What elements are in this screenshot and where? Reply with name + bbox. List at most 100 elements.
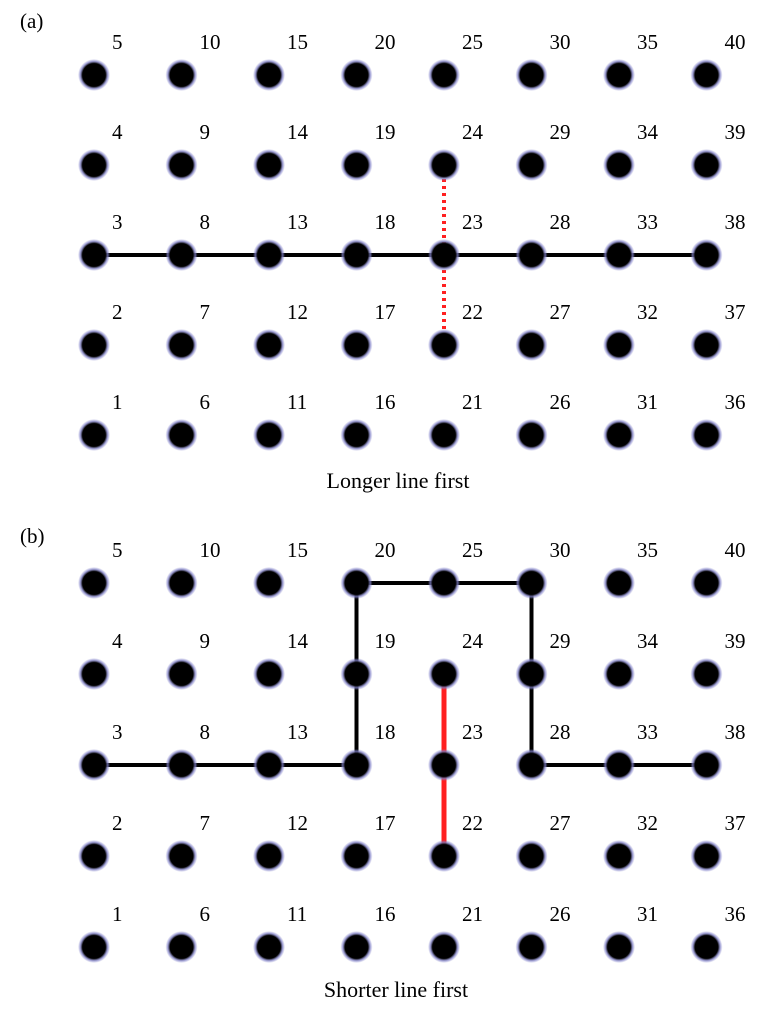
- panel-b: (b) 123456789101112131415161718192021222…: [20, 524, 746, 1002]
- grid-node: [428, 931, 460, 963]
- grid-node: [78, 749, 110, 781]
- grid-node: [253, 239, 285, 271]
- panel-b-caption: Shorter line first: [324, 977, 468, 1002]
- node-number: 27: [550, 811, 571, 835]
- node-number: 33: [637, 210, 658, 234]
- grid-node: [253, 567, 285, 599]
- grid-node: [603, 149, 635, 181]
- node-number: 16: [375, 902, 396, 926]
- grid-node: [515, 329, 548, 361]
- grid-node: [165, 239, 198, 271]
- grid-node: [690, 567, 723, 599]
- node-number: 22: [462, 811, 483, 835]
- node-number: 35: [637, 538, 658, 562]
- node-number: 10: [200, 538, 221, 562]
- node-number: 39: [725, 120, 746, 144]
- grid-node: [253, 149, 285, 181]
- grid-node: [253, 931, 285, 963]
- node-number: 20: [375, 538, 396, 562]
- panel-a-caption: Longer line first: [327, 468, 470, 493]
- node-number: 17: [375, 300, 396, 324]
- grid-node: [428, 840, 460, 872]
- node-number: 23: [462, 720, 483, 744]
- node-number: 11: [287, 390, 307, 414]
- grid-node: [340, 658, 373, 690]
- node-number: 19: [375, 120, 396, 144]
- grid-node: [603, 419, 635, 451]
- panel-a: (a) 123456789101112131415161718192021222…: [20, 9, 746, 493]
- grid-node: [78, 59, 110, 91]
- grid-node: [165, 419, 198, 451]
- grid-node: [690, 931, 723, 963]
- node-number: 19: [375, 629, 396, 653]
- panel-b-label: (b): [20, 524, 45, 548]
- grid-node: [340, 149, 373, 181]
- node-number: 21: [462, 902, 483, 926]
- grid-node: [515, 239, 548, 271]
- node-number: 18: [375, 720, 396, 744]
- grid-node: [253, 840, 285, 872]
- grid-node: [428, 59, 460, 91]
- grid-node: [165, 149, 198, 181]
- node-number: 30: [550, 30, 571, 54]
- grid-node: [603, 658, 635, 690]
- panel-b-lines: [94, 581, 707, 856]
- grid-node: [340, 931, 373, 963]
- grid-node: [515, 658, 548, 690]
- node-number: 32: [637, 811, 658, 835]
- node-number: 20: [375, 30, 396, 54]
- grid-node: [690, 329, 723, 361]
- grid-node: [253, 329, 285, 361]
- grid-node: [165, 749, 198, 781]
- grid-node: [428, 658, 460, 690]
- grid-node: [515, 840, 548, 872]
- node-number: 14: [287, 629, 309, 653]
- node-number: 31: [637, 902, 658, 926]
- node-number: 38: [725, 210, 746, 234]
- grid-node: [253, 419, 285, 451]
- node-number: 6: [200, 390, 211, 414]
- node-number: 34: [637, 120, 659, 144]
- node-number: 2: [112, 811, 123, 835]
- panel-a-nodes: 1234567891011121314151617181920212223242…: [78, 30, 746, 451]
- grid-node: [603, 931, 635, 963]
- panel-b-nodes: 1234567891011121314151617181920212223242…: [78, 538, 746, 963]
- node-number: 8: [200, 210, 211, 234]
- node-number: 31: [637, 390, 658, 414]
- node-number: 26: [550, 902, 571, 926]
- grid-node: [690, 239, 723, 271]
- grid-node: [428, 329, 460, 361]
- node-number: 16: [375, 390, 396, 414]
- node-number: 30: [550, 538, 571, 562]
- grid-node: [165, 931, 198, 963]
- grid-node: [78, 840, 110, 872]
- node-number: 3: [112, 210, 123, 234]
- node-number: 14: [287, 120, 309, 144]
- grid-node: [165, 658, 198, 690]
- grid-node: [603, 749, 635, 781]
- grid-node: [78, 419, 110, 451]
- node-number: 36: [725, 390, 746, 414]
- grid-node: [690, 59, 723, 91]
- node-number: 5: [112, 538, 123, 562]
- node-number: 40: [725, 538, 746, 562]
- node-number: 7: [200, 300, 211, 324]
- grid-node: [603, 239, 635, 271]
- grid-node: [690, 749, 723, 781]
- grid-node: [78, 658, 110, 690]
- node-number: 7: [200, 811, 211, 835]
- node-number: 15: [287, 538, 308, 562]
- node-number: 25: [462, 30, 483, 54]
- grid-node: [165, 840, 198, 872]
- node-number: 37: [725, 300, 746, 324]
- node-number: 24: [462, 120, 484, 144]
- grid-node: [253, 658, 285, 690]
- grid-node: [515, 749, 548, 781]
- grid-node: [690, 840, 723, 872]
- panel-a-label: (a): [20, 9, 43, 33]
- node-number: 36: [725, 902, 746, 926]
- grid-node: [690, 149, 723, 181]
- grid-node: [165, 567, 198, 599]
- grid-node: [78, 239, 110, 271]
- node-number: 26: [550, 390, 571, 414]
